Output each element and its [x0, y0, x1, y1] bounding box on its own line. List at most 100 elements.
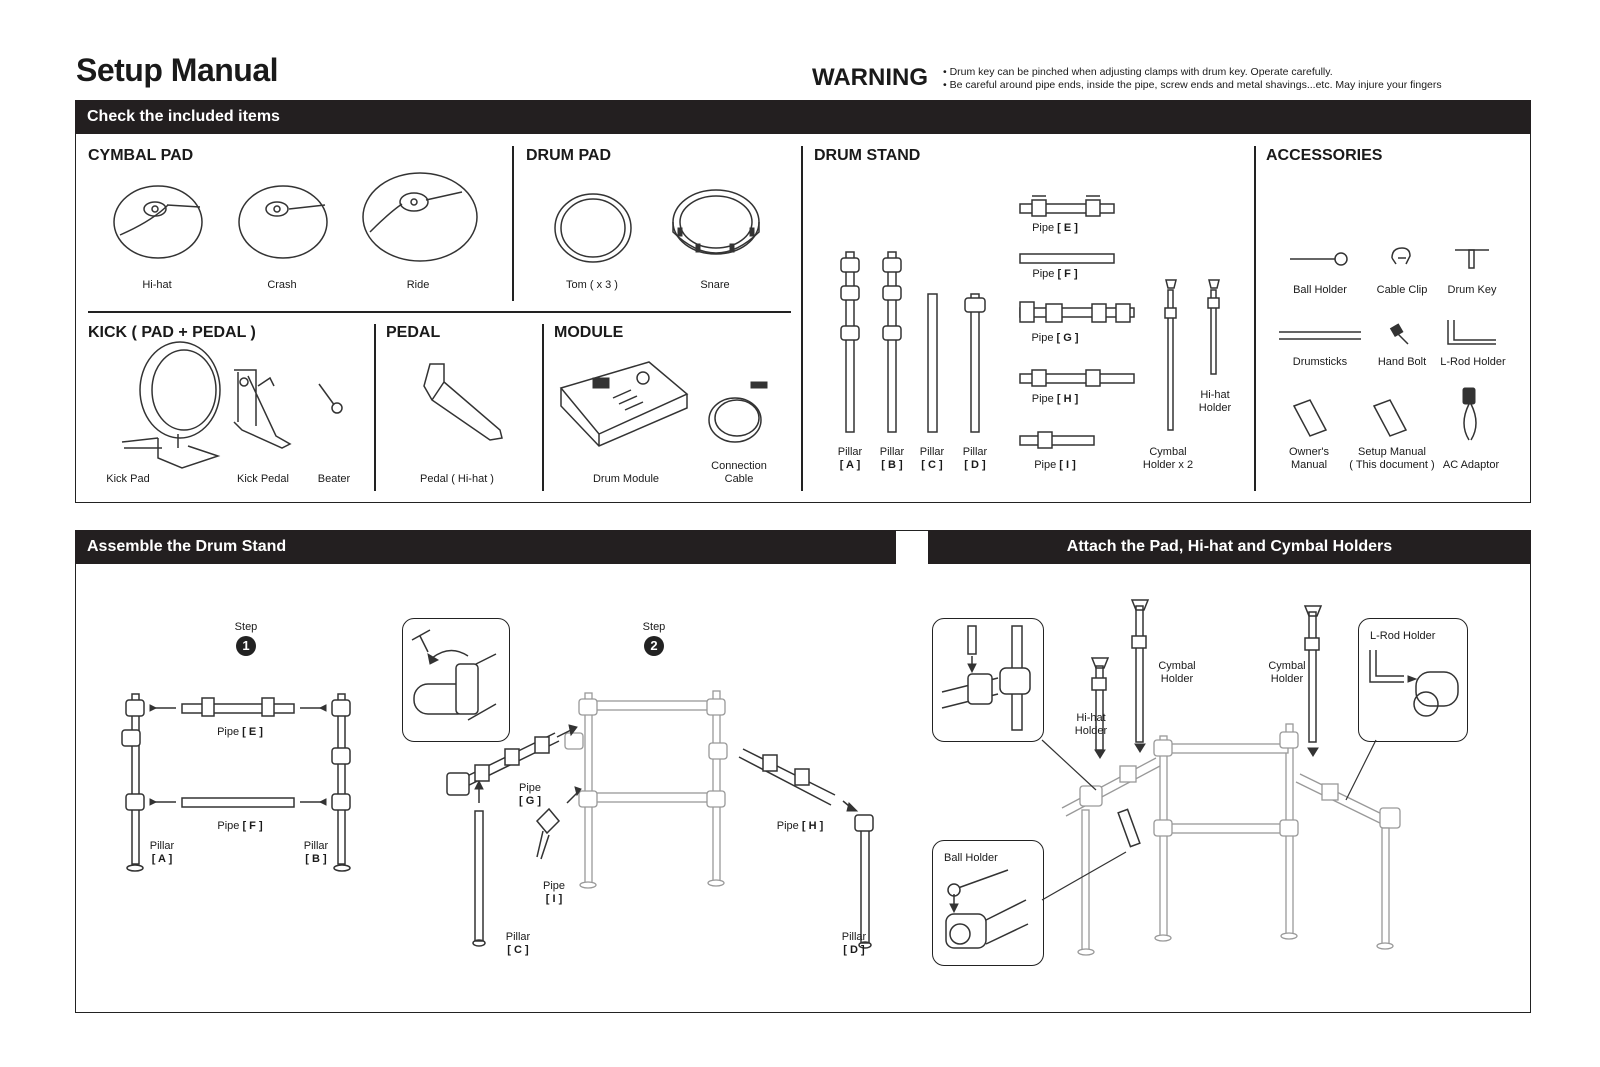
- warning-text: • Drum key can be pinched when adjusting…: [943, 66, 1442, 92]
- drum-key-tighten-detail: [411, 629, 497, 721]
- pipe-h-icon: [1019, 369, 1135, 387]
- hand-bolt-icon: [1389, 323, 1409, 345]
- label-code: [ F ]: [242, 820, 263, 832]
- pillar-a-icon: [840, 251, 860, 433]
- label-line: Cymbal: [1268, 660, 1306, 672]
- label-line: Holder: [1160, 673, 1194, 685]
- drumsticks-icon: [1279, 331, 1361, 340]
- pipe-g-icon: [1019, 301, 1135, 323]
- ball-holder-inset-label: Ball Holder: [944, 852, 998, 864]
- drum-pad-heading: DRUM PAD: [526, 147, 612, 164]
- owners-manual-icon: [1292, 399, 1328, 437]
- label-code: [ I ]: [1059, 459, 1076, 471]
- label-code: [ A ]: [151, 853, 173, 865]
- pillar-c-icon: [927, 293, 938, 433]
- step2-pillar-c-label: Pillar[ C ]: [500, 931, 536, 957]
- step-2-badge: 2: [644, 636, 664, 656]
- label-line: Holder x 2: [1142, 459, 1194, 471]
- pillar-a-label: Pillar[ A ]: [833, 446, 867, 472]
- kick-pedal-icon: [233, 369, 292, 449]
- drum-stand-heading: DRUM STAND: [814, 147, 921, 164]
- label-line: Holder: [1074, 725, 1108, 737]
- step1-pipe-f-label: Pipe [ F ]: [210, 820, 270, 833]
- item-label: Drumsticks: [1292, 356, 1348, 368]
- label-line: Manual: [1290, 459, 1328, 471]
- cymbal-holder-icon: [1164, 279, 1177, 431]
- label-line: Hi-hat: [1200, 389, 1230, 401]
- ac-adaptor-icon: [1462, 387, 1477, 441]
- item-label: Kick Pad: [106, 473, 150, 485]
- hihat-pedal-icon: [423, 363, 503, 441]
- pipe-g-label: Pipe [ G ]: [1025, 332, 1085, 345]
- label-code: [ H ]: [801, 820, 824, 832]
- divider: [1254, 146, 1256, 491]
- label-line: Pillar: [919, 446, 945, 458]
- snare-pad-icon: [672, 189, 760, 255]
- label-code: [ D ]: [964, 459, 986, 471]
- label-code: [ I ]: [545, 893, 563, 905]
- hihat-cymbal-icon: [113, 185, 203, 259]
- label-line: Holder: [1198, 402, 1232, 414]
- pillar-d-label: Pillar[ D ]: [958, 446, 992, 472]
- pillar-b-label: Pillar[ B ]: [875, 446, 909, 472]
- item-label: Crash: [267, 279, 297, 291]
- label-line: Pillar: [303, 840, 329, 852]
- drum-key-icon: [1455, 249, 1489, 269]
- label-code: [ E ]: [1057, 222, 1078, 234]
- label-code: [ G ]: [1056, 332, 1079, 344]
- label-line: Owner's: [1289, 446, 1329, 458]
- item-label: Connection Cable: [704, 460, 774, 486]
- pipe-i-label: Pipe [ I ]: [1025, 459, 1085, 472]
- pipe-h-label: Pipe [ H ]: [1025, 393, 1085, 406]
- label-code: [ B ]: [305, 853, 327, 865]
- divider: [512, 146, 514, 301]
- warning-title: WARNING: [812, 64, 928, 91]
- label-line: Pipe: [217, 726, 240, 738]
- label-code: [ C ]: [921, 459, 943, 471]
- label-line: Cable: [724, 473, 754, 485]
- label-line: Pipe: [1031, 393, 1054, 405]
- attach-frame-diagram: [1061, 599, 1401, 956]
- step2-pillar-d-label: Pillar[ D ]: [836, 931, 872, 957]
- item-label: AC Adaptor: [1442, 459, 1500, 471]
- item-label: Beater: [317, 473, 351, 485]
- cable-clip-icon: [1391, 247, 1411, 265]
- warning-line: • Be careful around pipe ends, inside th…: [943, 79, 1442, 91]
- page-title: Setup Manual: [76, 52, 279, 88]
- pipe-e-label: Pipe [ E ]: [1025, 222, 1085, 235]
- drum-module-icon: [559, 361, 689, 447]
- setup-manual-icon: [1372, 399, 1408, 437]
- label-line: Pipe: [1034, 459, 1057, 471]
- pipe-f-icon: [1019, 253, 1115, 264]
- step1-frame-diagram: [121, 693, 351, 872]
- ball-holder-detail: [945, 869, 1029, 949]
- label-code: [ F ]: [1057, 268, 1078, 280]
- l-rod-holder-icon: [1447, 320, 1496, 345]
- pillar-b-icon: [882, 251, 902, 433]
- holder-clamp-detail: [941, 625, 1031, 731]
- label-line: Cymbal: [1158, 660, 1196, 672]
- step-1-badge: 1: [236, 636, 256, 656]
- item-label: Drum Key: [1447, 284, 1497, 296]
- label-line: Pillar: [149, 840, 175, 852]
- item-label: Ball Holder: [1293, 284, 1347, 296]
- crash-cymbal-icon: [238, 185, 328, 259]
- attach-holders-header: Attach the Pad, Hi-hat and Cymbal Holder…: [928, 530, 1531, 564]
- divider: [88, 311, 791, 313]
- step2-pipe-h-label: Pipe [ H ]: [770, 820, 830, 833]
- label-line: Pillar: [837, 446, 863, 458]
- label-line: Holder: [1270, 673, 1304, 685]
- pipe-f-label: Pipe [ F ]: [1025, 268, 1085, 281]
- pipe-i-icon: [1019, 431, 1095, 449]
- label-line: Pillar: [505, 931, 531, 943]
- module-heading: MODULE: [554, 324, 624, 341]
- kick-heading: KICK ( PAD + PEDAL ): [88, 324, 256, 341]
- pipe-e-icon: [1019, 195, 1115, 217]
- pillar-c-label: Pillar[ C ]: [915, 446, 949, 472]
